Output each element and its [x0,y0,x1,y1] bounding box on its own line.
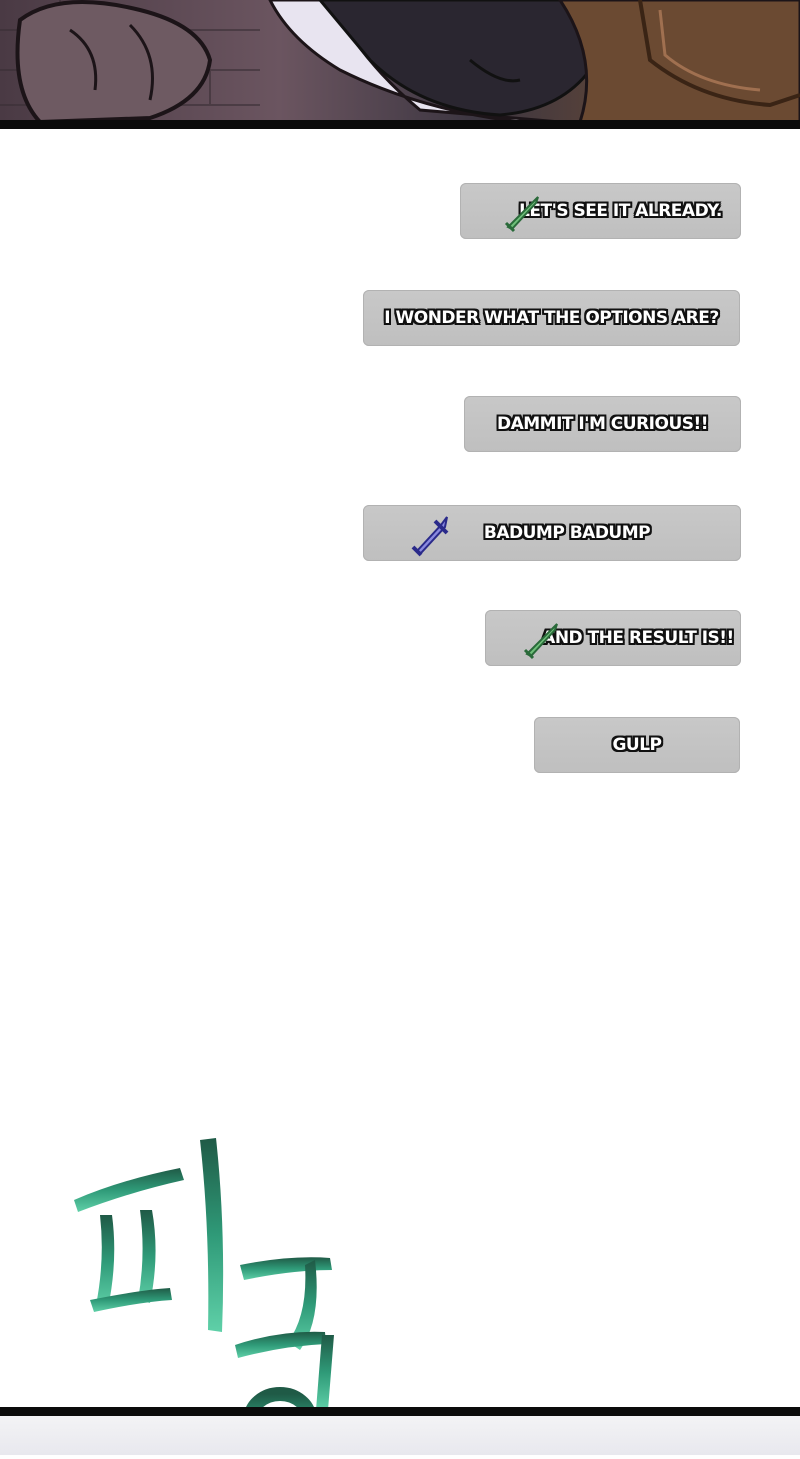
next-panel-edge [0,1416,800,1455]
chat-bubble: DAMMIT I'M CURIOUS!! [464,396,741,452]
chat-bubble-text: I WONDER WHAT THE OPTIONS ARE? [384,308,719,328]
panel-border [0,1407,800,1416]
chat-bubble-text: LET'S SEE IT ALREADY. [519,201,722,221]
green-sword-icon [523,623,558,660]
chat-bubble: I WONDER WHAT THE OPTIONS ARE? [363,290,740,346]
chat-bubble: GULP [534,717,740,773]
chat-bubble: LET'S SEE IT ALREADY. [460,183,741,239]
chat-bubble: BADUMP BADUMP [363,505,741,561]
chat-bubble-text: GULP [612,735,662,755]
top-panel-illustration [0,0,800,122]
blue-sword-icon [411,516,449,557]
green-sword-icon [504,196,539,233]
sound-effect-text: 띠링 [60,1120,62,1121]
panel-border [0,120,800,129]
chat-bubble: AND THE RESULT IS!! [485,610,741,666]
chat-bubble-text: BADUMP BADUMP [483,523,651,543]
chat-bubble-text: DAMMIT I'M CURIOUS!! [496,414,709,434]
chat-bubble-text: AND THE RESULT IS!! [542,628,734,648]
character-artwork [0,0,800,122]
sound-effect-lettering: 띠링 [60,1120,334,1453]
sound-effect: 띠링 [60,1120,380,1455]
